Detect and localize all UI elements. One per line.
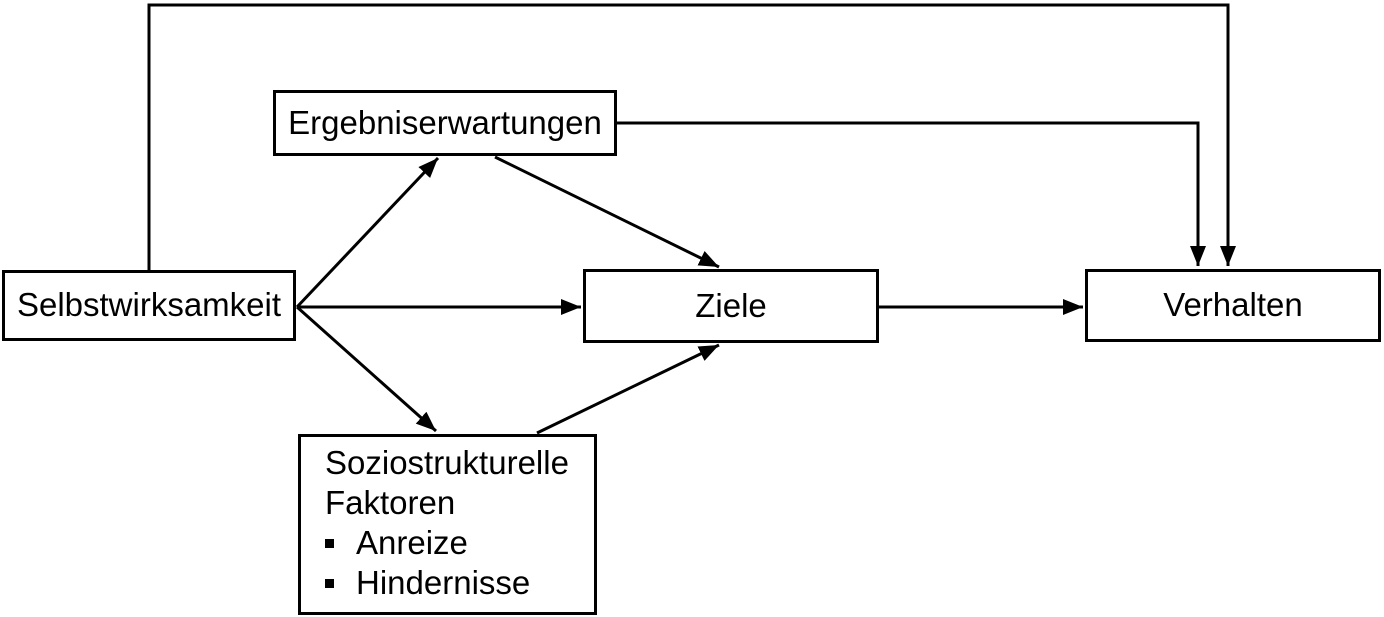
node-ergebniserwartungen-label: Ergebniserwartungen [288, 103, 602, 141]
node-ergebniserwartungen: Ergebniserwartungen [273, 90, 617, 156]
node-ziele: Ziele [583, 269, 879, 343]
node-ziele-label: Ziele [695, 286, 767, 324]
arrow-selbstwirksamkeit-ergebniserwartungen [295, 156, 440, 309]
arrow-selbstwirksamkeit-verhalten [147, 3, 1236, 270]
arrow-soziostrukturelle-ziele [536, 343, 720, 435]
node-soziostrukturelle-faktoren: Soziostrukturelle Faktoren Anreize Hinde… [298, 434, 597, 615]
bullet-label-anreize: Anreize [356, 523, 468, 561]
bullet-item-hindernisse: Hindernisse [325, 563, 586, 603]
node-verhalten: Verhalten [1085, 269, 1381, 342]
node-selbstwirksamkeit-label: Selbstwirksamkeit [16, 286, 282, 324]
square-bullet-icon [325, 538, 334, 548]
arrow-selbstwirksamkeit-soziostrukturelle [296, 305, 437, 433]
arrow-ergebniserwartungen-ziele [494, 155, 720, 269]
bullet-item-anreize: Anreize [325, 523, 586, 563]
node-selbstwirksamkeit: Selbstwirksamkeit [2, 270, 296, 341]
bullet-label-hindernisse: Hindernisse [356, 563, 531, 601]
arrow-ergebniserwartungen-verhalten [617, 121, 1206, 266]
node-verhalten-label: Verhalten [1163, 286, 1303, 324]
node-soziostrukturelle-title: Soziostrukturelle Faktoren [325, 444, 569, 521]
square-bullet-icon [325, 578, 334, 588]
